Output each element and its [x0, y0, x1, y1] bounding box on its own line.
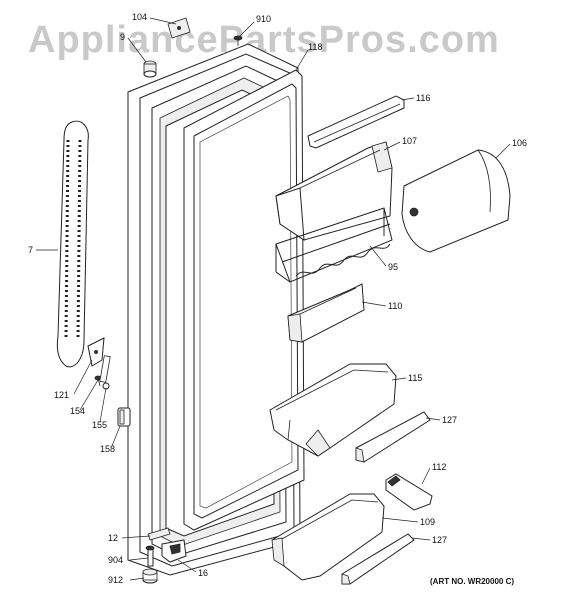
callout-904: 904	[108, 555, 123, 565]
callout-12: 12	[108, 533, 118, 543]
bin-trim-127-lower	[341, 533, 415, 585]
rail-116	[307, 95, 405, 149]
cap-158	[117, 407, 131, 427]
door-handle	[56, 120, 89, 368]
part-112	[385, 473, 433, 511]
callout-155: 155	[92, 420, 107, 430]
bin-trim-127-upper	[355, 411, 431, 463]
bin-109	[271, 493, 385, 581]
callout-9: 9	[120, 32, 125, 42]
bin-115	[269, 363, 397, 457]
top-hinge-104	[167, 17, 191, 39]
door-gasket	[183, 69, 305, 531]
callout-95: 95	[388, 262, 398, 272]
hinge-bushing-9	[143, 60, 157, 78]
callout-104: 104	[132, 12, 147, 22]
handle-bracket-121	[87, 337, 105, 367]
callout-158: 158	[100, 444, 115, 454]
callout-labels: 104 910 9 118 116 107 106 7 95 110 115 1…	[28, 12, 527, 585]
bin-110	[287, 283, 365, 343]
callout-112: 112	[432, 462, 446, 472]
callout-109: 109	[420, 517, 435, 527]
stud-155	[99, 355, 111, 390]
hinge-screw-910	[233, 35, 243, 46]
callout-110: 110	[388, 301, 402, 311]
callout-121: 121	[54, 390, 69, 400]
callout-127-lower: 127	[432, 535, 447, 545]
callout-118: 118	[308, 42, 322, 52]
callout-127-upper: 127	[442, 415, 457, 425]
leader-lines	[36, 17, 511, 581]
pin-904	[145, 545, 155, 567]
hinge-16	[161, 539, 187, 563]
bracket-12	[147, 527, 171, 541]
art-number: (ART NO. WR20000 C)	[430, 577, 514, 586]
callout-115: 115	[408, 373, 422, 383]
callout-912: 912	[108, 575, 123, 585]
callout-107: 107	[402, 136, 417, 146]
callout-910: 910	[256, 14, 271, 24]
callout-116: 116	[416, 93, 430, 103]
crisper-bag-106	[401, 149, 511, 253]
wire-shelf-95	[275, 207, 393, 283]
callout-7: 7	[28, 245, 33, 255]
callout-106: 106	[512, 138, 527, 148]
cap-912	[142, 568, 158, 584]
callout-154: 154	[70, 406, 85, 416]
callout-16: 16	[198, 568, 208, 578]
